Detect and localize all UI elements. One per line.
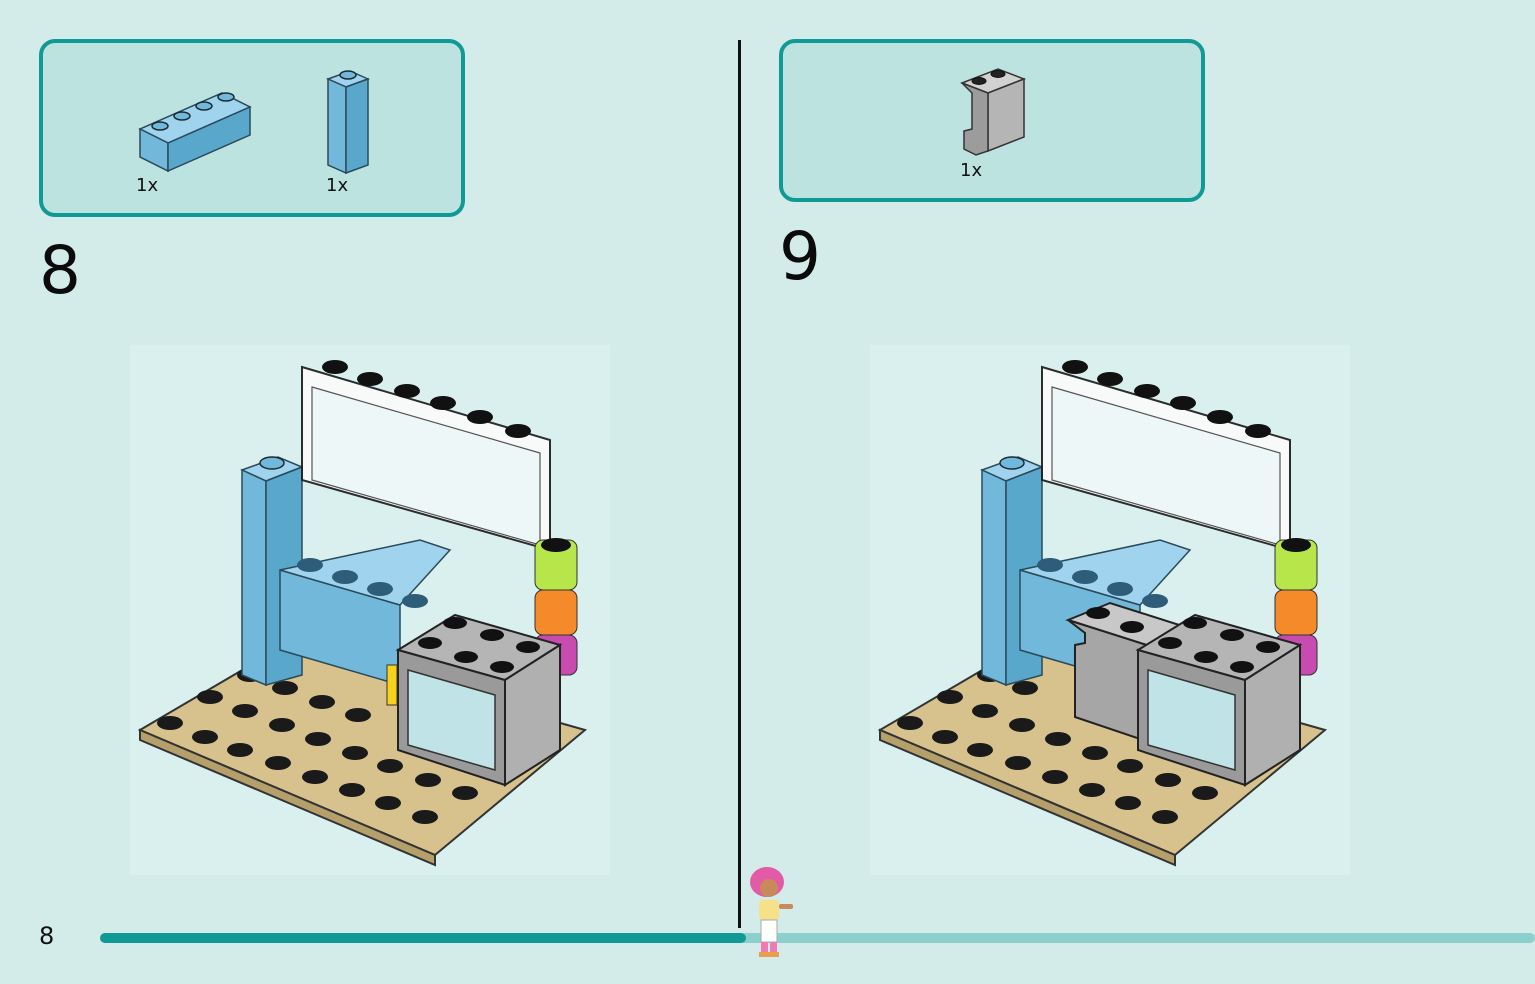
step-8-parts-box: 1x 1x (39, 39, 465, 217)
step-number-9: 9 (779, 218, 821, 295)
progress-bar-fill (100, 933, 746, 943)
page-divider (738, 40, 741, 928)
minidoll-figure-icon (750, 867, 793, 957)
part-qty: 1x (136, 175, 159, 196)
step-9-model-illustration (870, 345, 1350, 875)
step-number-8: 8 (39, 232, 81, 309)
brick-1x1x3-icon (325, 70, 371, 175)
brick-1x4-icon (138, 92, 252, 173)
panel-1x2x2-icon (959, 68, 1027, 156)
part-qty: 1x (326, 175, 349, 196)
page-number: 8 (39, 922, 55, 950)
step-9-parts-box: 1x (779, 39, 1205, 202)
step-8-model-illustration (130, 345, 610, 875)
progress-bar (100, 933, 1535, 943)
part-qty: 1x (960, 160, 983, 181)
